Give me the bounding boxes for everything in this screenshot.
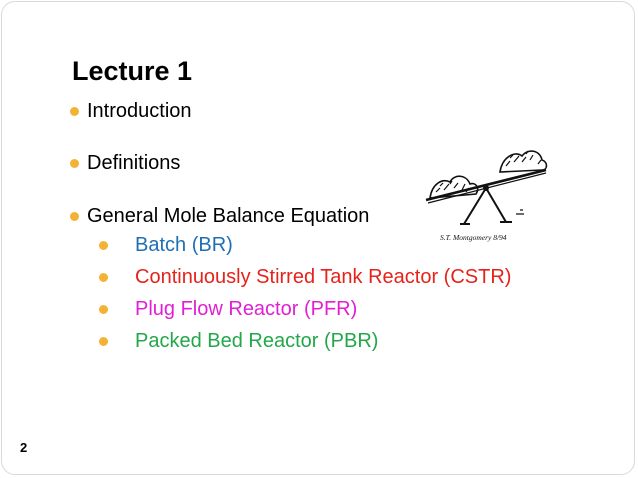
bullet-dot-icon: [99, 240, 108, 250]
bullet-dot-icon: [70, 211, 79, 221]
bullet-dot-icon: [70, 158, 79, 168]
sub-bullet-pfr: Plug Flow Reactor (PFR): [99, 294, 357, 324]
sub-bullet-batch: Batch (BR): [99, 230, 233, 260]
bullet-item-general-mole-balance: General Mole Balance Equation: [70, 201, 369, 231]
bullet-item-introduction: Introduction: [70, 96, 192, 126]
sub-bullet-text: Batch (BR): [135, 233, 233, 256]
page-number: 2: [20, 440, 28, 455]
bullet-item-definitions: Definitions: [70, 148, 180, 178]
bullet-text: Introduction: [87, 99, 192, 122]
sub-bullet-text: Plug Flow Reactor (PFR): [135, 297, 358, 320]
bullet-dot-icon: [99, 336, 108, 346]
bullet-dot-icon: [99, 272, 108, 282]
sub-bullet-pbr: Packed Bed Reactor (PBR): [99, 326, 378, 356]
bullet-text: Definitions: [87, 151, 181, 174]
slide-title: Lecture 1: [72, 56, 193, 86]
bullet-dot-icon: [99, 304, 108, 314]
sub-bullet-text: Packed Bed Reactor (PBR): [135, 329, 379, 352]
bullet-text: General Mole Balance Equation: [87, 204, 370, 227]
illustration-signature: S.T. Montgomery 8/94: [440, 233, 507, 242]
sub-bullet-text: Continuously Stirred Tank Reactor (CSTR): [135, 265, 512, 288]
bullet-dot-icon: [70, 106, 79, 116]
seesaw-sketch-icon: S.T. Montgomery 8/94: [425, 150, 548, 242]
sub-bullet-cstr: Continuously Stirred Tank Reactor (CSTR): [99, 262, 511, 292]
